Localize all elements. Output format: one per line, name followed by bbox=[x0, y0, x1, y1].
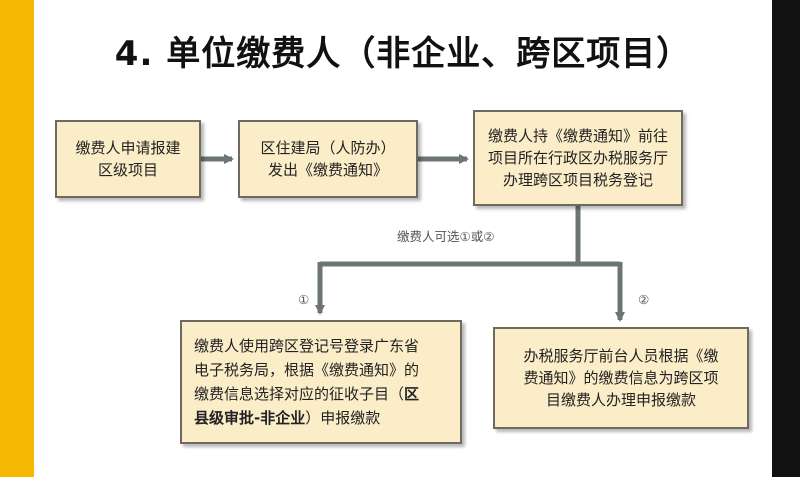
step-issue-notice: 区住建局（人防办） 发出《缴费通知》 bbox=[238, 120, 418, 198]
option-counter-declaration-text: 办税服务厅前台人员根据《缴 费通知》的缴费信息为跨区项 目缴费人办理申报缴款 bbox=[523, 347, 719, 409]
option-online-declaration-text: 缴费人使用跨区登记号登录广东省 电子税务局，根据《缴费通知》的 缴费信息选择对应… bbox=[194, 334, 419, 430]
option-counter-declaration: 办税服务厅前台人员根据《缴 费通知》的缴费信息为跨区项 目缴费人办理申报缴款 bbox=[493, 327, 749, 429]
page-title: 4. 单位缴费人（非企业、跨区项目） bbox=[114, 34, 692, 74]
option-2-marker: ② bbox=[638, 292, 650, 307]
option-1-text-bold: 区 县级审批-非企业 bbox=[194, 385, 420, 427]
step-tax-registration: 缴费人持《缴费通知》前往 项目所在行政区办税服务厅 办理跨区项目税务登记 bbox=[473, 110, 683, 206]
option-1-text-pre: 缴费人使用跨区登记号登录广东省 电子税务局，根据《缴费通知》的 缴费信息选择对应… bbox=[194, 337, 420, 403]
step-apply-project: 缴费人申请报建 区级项目 bbox=[55, 120, 201, 198]
step-issue-notice-text: 区住建局（人防办） 发出《缴费通知》 bbox=[260, 139, 396, 179]
step-tax-registration-text: 缴费人持《缴费通知》前往 项目所在行政区办税服务厅 办理跨区项目税务登记 bbox=[487, 127, 668, 189]
choice-label: 缴费人可选①或② bbox=[397, 229, 495, 244]
option-online-declaration: 缴费人使用跨区登记号登录广东省 电子税务局，根据《缴费通知》的 缴费信息选择对应… bbox=[180, 320, 462, 444]
step-apply-project-text: 缴费人申请报建 区级项目 bbox=[75, 139, 181, 179]
option-1-marker: ① bbox=[298, 292, 310, 307]
right-edge-strip bbox=[772, 0, 800, 477]
option-1-text-post: ）申报缴款 bbox=[305, 409, 381, 427]
